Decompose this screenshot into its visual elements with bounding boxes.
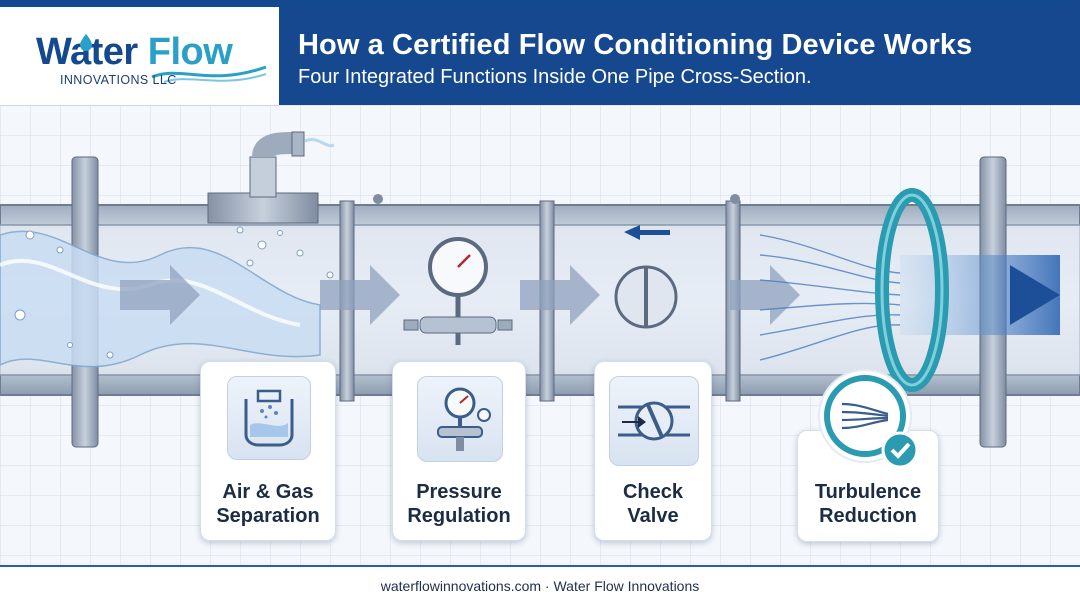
footer-bar: waterflowinnovations.com · Water Flow In…	[0, 565, 1080, 605]
water-drop-icon	[80, 34, 92, 51]
pipe-illustration	[0, 105, 1080, 565]
footer-text[interactable]: waterflowinnovations.com · Water Flow In…	[380, 578, 700, 594]
logo-word-flow: Flow	[147, 31, 233, 73]
pipe-cross-section-diagram	[0, 105, 1080, 565]
function-card-pressure-regulation[interactable]: Pressure Regulation	[392, 361, 526, 541]
air-separator-icon	[227, 376, 311, 460]
page-title: How a Certified Flow Conditioning Device…	[298, 29, 973, 61]
function-card-label-line1: Check	[622, 481, 684, 503]
function-card-label-line2: Reduction	[819, 505, 917, 527]
function-card-label-line1: Turbulence	[814, 481, 922, 503]
logo-tagline: INNOVATIONS LLC	[60, 73, 177, 87]
brand-logo[interactable]: Water Flow INNOVATIONS LLC	[0, 7, 279, 106]
top-accent-bar	[0, 0, 1080, 7]
logo-waves-icon	[151, 65, 267, 83]
function-card-label-line1: Air & Gas	[222, 481, 314, 503]
function-card-air-gas-separation[interactable]: Air & Gas Separation	[200, 361, 336, 541]
function-card-check-valve[interactable]: Check Valve	[594, 361, 712, 541]
header-banner: How a Certified Flow Conditioning Device…	[279, 7, 1080, 105]
laminar-flow-check-icon	[818, 369, 919, 469]
function-card-label-line2: Regulation	[407, 505, 511, 527]
function-card-label-line2: Separation	[216, 505, 320, 527]
function-card-label-line2: Valve	[627, 505, 679, 527]
function-card-label-line1: Pressure	[416, 481, 502, 503]
page-subtitle: Four Integrated Functions Inside One Pip…	[298, 66, 812, 88]
check-valve-icon	[609, 376, 699, 466]
pressure-gauge-icon	[417, 376, 503, 462]
